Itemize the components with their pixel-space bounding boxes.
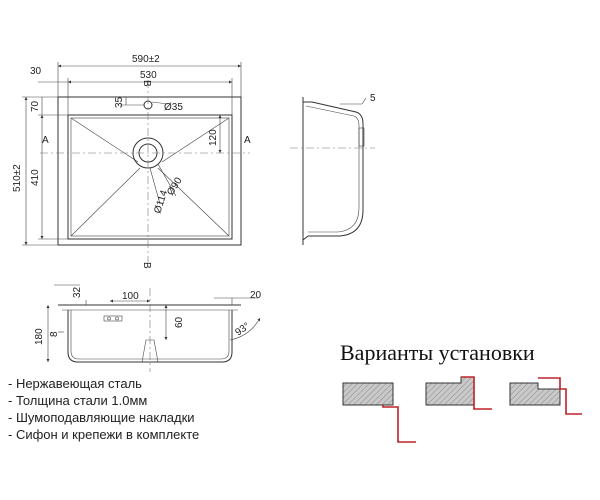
sink-edge-line (382, 405, 416, 443)
feature-item: - Толщина стали 1.0мм (8, 393, 148, 408)
countertop-section (509, 382, 561, 406)
dim-drain-height: 60 (174, 316, 185, 328)
bowl-slope-line (157, 167, 230, 237)
leader-line (157, 163, 177, 197)
bowl-outline (67, 114, 233, 240)
feature-list: - Нержавеющая сталь - Толщина стали 1.0м… (8, 375, 199, 443)
bowl-inner-edge (70, 117, 230, 237)
bowl-slope-line (161, 117, 230, 163)
install-variant-2 (425, 376, 492, 410)
dim-flange: 20 (250, 290, 262, 301)
dim-drain-offset: 120 (208, 129, 219, 146)
section-mark-a-right: A (244, 135, 251, 146)
leader-line (149, 167, 161, 205)
dim-angle: 93° (233, 321, 252, 339)
install-variants-title: Варианты установки (340, 340, 535, 365)
countertop-section (425, 376, 475, 406)
dim-total-height: 180 (34, 328, 45, 345)
dim-drain-width: 100 (122, 291, 139, 302)
dim-tap-hole: Ø35 (164, 102, 183, 113)
dim-overall-depth: 510±2 (12, 164, 23, 192)
leader-line (151, 101, 169, 105)
sink-edge-line (461, 376, 492, 410)
side-bowl-inner-profile (305, 105, 360, 233)
countertop-section (342, 382, 394, 406)
section-mark-b-bottom: B (141, 262, 152, 269)
dim-tap-offset: 35 (114, 96, 125, 108)
section-bowl-profile (67, 310, 233, 363)
dim-side-margin: 30 (30, 66, 42, 77)
feature-item: - Сифон и крепежи в комплекте (8, 427, 200, 442)
dim-top-margin: 70 (30, 100, 41, 112)
install-variant-3 (509, 377, 582, 415)
dim-overall-width: 590±2 (132, 54, 160, 65)
overflow-fitting (103, 315, 123, 322)
bowl-slope-line (70, 117, 139, 163)
section-mark-a-left: A (42, 135, 49, 146)
overflow-hole (107, 316, 111, 321)
install-variant-1 (342, 382, 416, 443)
section-bowl-inner-profile (70, 310, 230, 360)
leader-line (361, 97, 367, 105)
dim-drain-outer: Ø114 (152, 189, 170, 215)
side-bowl-profile (302, 101, 364, 241)
dim-inner-width: 530 (140, 70, 157, 81)
feature-item: - Шумоподавляющие накладки (8, 410, 195, 425)
dim-wall: 8 (49, 331, 60, 337)
dim-rim-height: 32 (72, 286, 83, 298)
section-mark-b-top: B (141, 80, 152, 87)
bowl-slope-line (70, 167, 141, 237)
sink-edge-line (538, 377, 582, 415)
angle-arc (229, 317, 261, 341)
overflow-hole (115, 316, 119, 321)
top-view: 590±2 530 30 510±2 410 70 35 Ø35 120 Ø90… (12, 54, 251, 269)
feature-item: - Нержавеющая сталь (8, 376, 142, 391)
section-view: 32 180 8 100 60 20 93° (34, 284, 262, 372)
dim-inner-depth: 410 (30, 169, 41, 186)
sink-outer-outline (57, 96, 242, 246)
dim-rim: 5 (370, 93, 376, 104)
side-drain-fitting (358, 127, 365, 147)
side-view: 5 (290, 93, 376, 245)
